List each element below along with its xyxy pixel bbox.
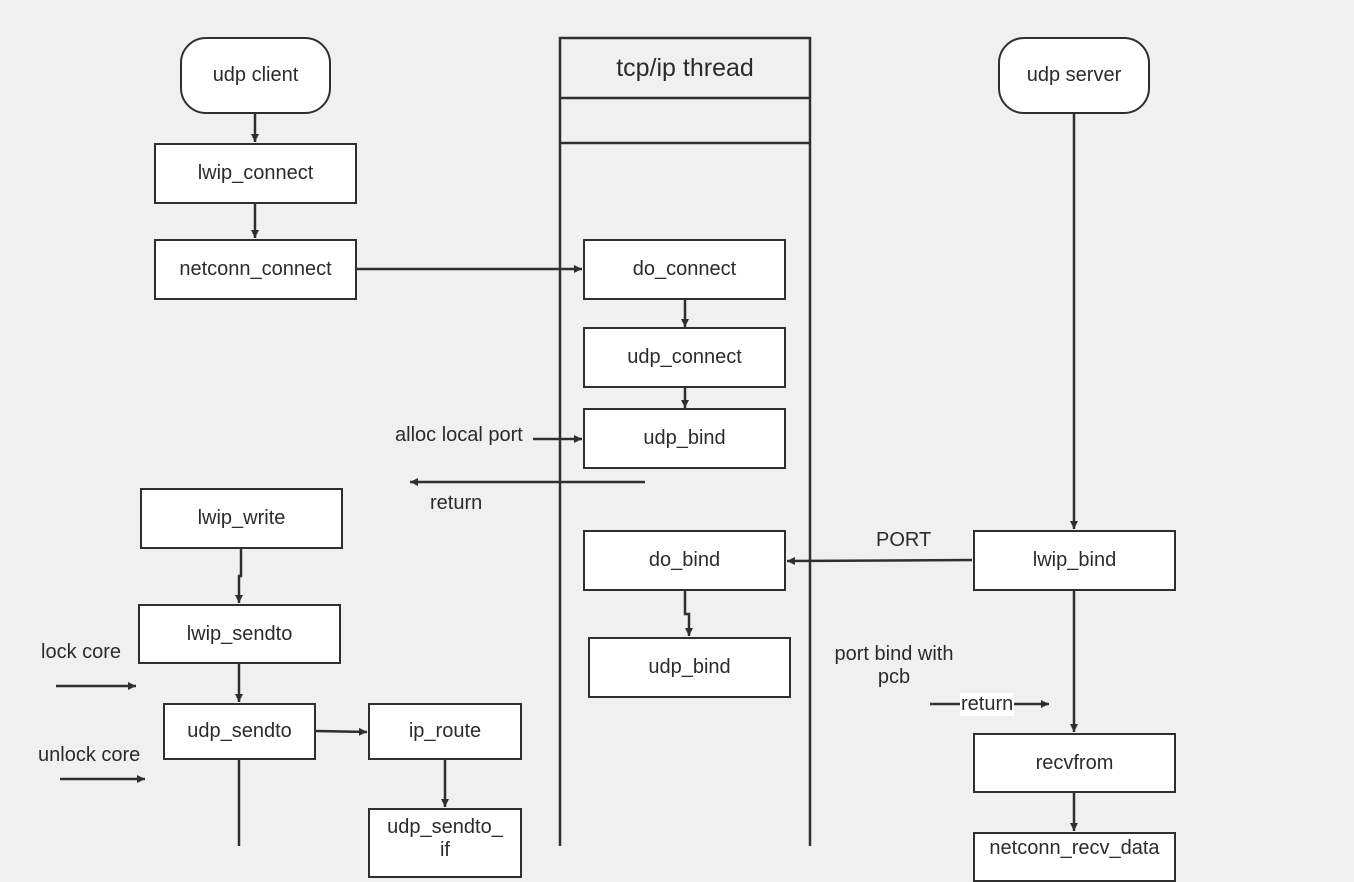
udp-sendto-if-box: udp_sendto_ if [368, 808, 522, 878]
port-label: PORT [876, 529, 932, 551]
netconn-connect-box: netconn_connect [154, 239, 357, 300]
udp-bind-box-1: udp_bind [583, 408, 786, 469]
udp-connect-box: udp_connect [583, 327, 786, 388]
lock-core-label: lock core [41, 641, 122, 663]
arrow-do-bind-to-udp-bind [683, 591, 693, 636]
arrow-udp-sendto-to-ip-route [315, 727, 368, 736]
udp-flow-diagram: tcp/ip thread udp client lwip_connect ne… [38, 36, 1176, 882]
ip-route-box: ip_route [368, 703, 522, 760]
return-right-label: return [960, 693, 1015, 716]
arrow-lwip-write-to-lwip-sendto [235, 549, 243, 603]
lwip-bind-box: lwip_bind [973, 530, 1176, 591]
udp-client-start: udp client [180, 37, 331, 114]
recvfrom-box: recvfrom [973, 733, 1176, 793]
unlock-core-label: unlock core [38, 744, 141, 766]
do-connect-box: do_connect [583, 239, 786, 300]
udp-sendto-box: udp_sendto [163, 703, 316, 760]
do-bind-box: do_bind [583, 530, 786, 591]
arrow-lwip-bind-to-do-bind [786, 556, 973, 565]
lwip-connect-box: lwip_connect [154, 143, 357, 204]
lane-title: tcp/ip thread [616, 53, 754, 82]
lwip-sendto-box: lwip_sendto [138, 604, 341, 664]
lane-border [558, 36, 812, 846]
lwip-write-box: lwip_write [140, 488, 343, 549]
netconn-recv-data-box: netconn_recv_data [973, 832, 1176, 882]
connector-layer [56, 36, 1078, 846]
port-bind-with-pcb-label: port bind with pcb [834, 643, 954, 688]
udp-bind-box-2: udp_bind [588, 637, 791, 698]
return-left-label: return [430, 492, 483, 514]
udp-server-start: udp server [998, 37, 1150, 114]
alloc-local-port-label: alloc local port [395, 424, 523, 446]
